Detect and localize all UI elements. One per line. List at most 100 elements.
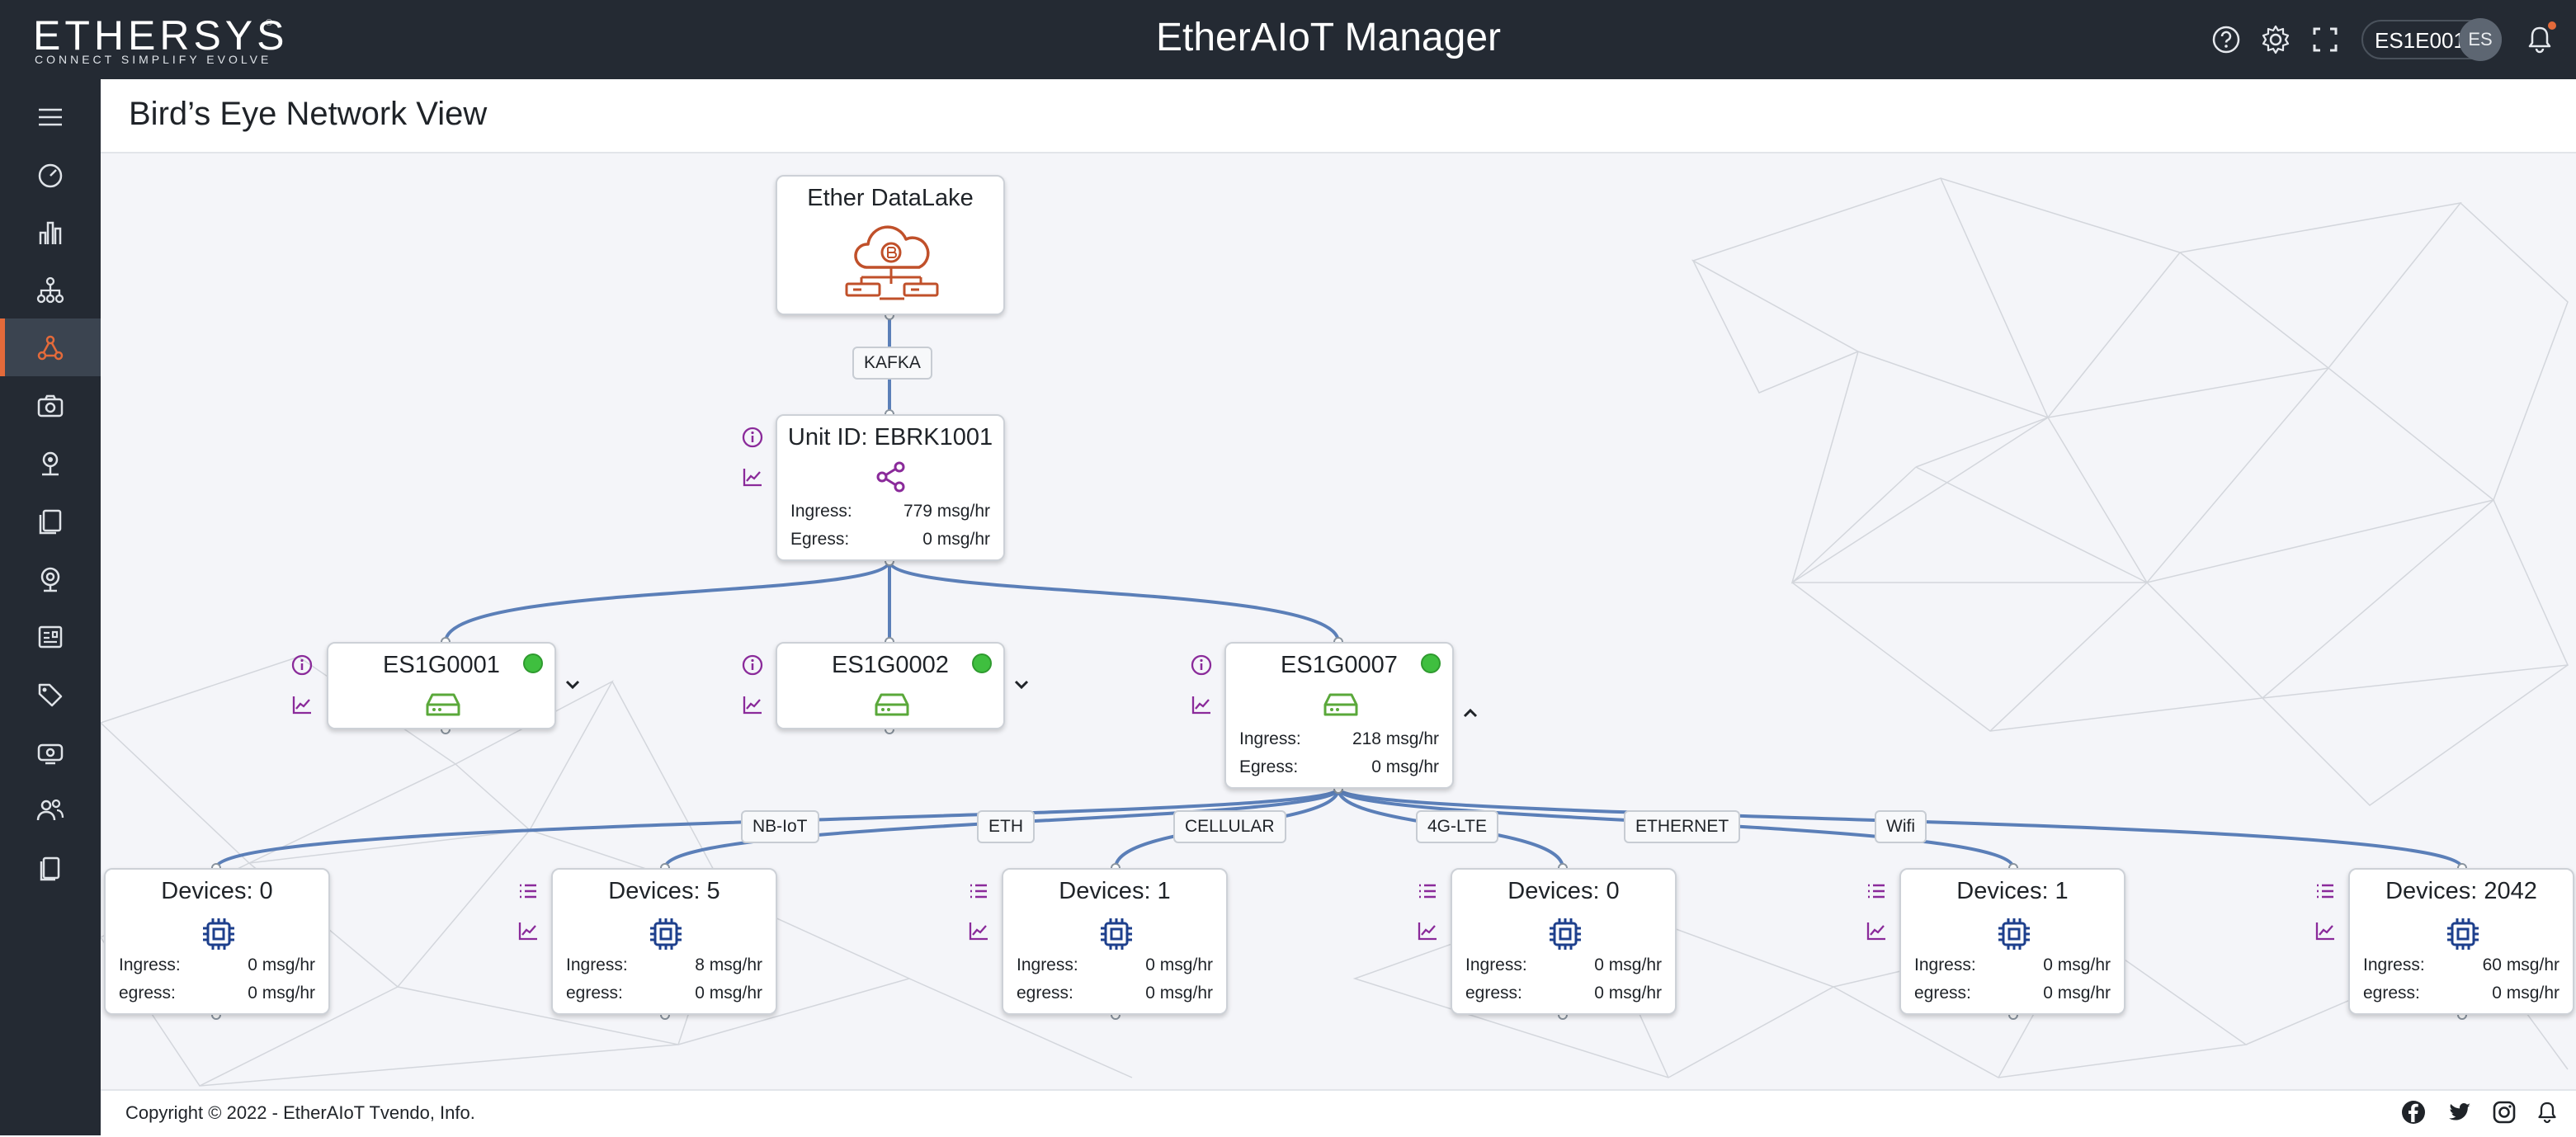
network-link [888, 560, 1340, 643]
notifications-icon[interactable] [2535, 1100, 2559, 1125]
list-icon[interactable] [517, 880, 540, 903]
ingress-label: Ingress: [790, 502, 852, 521]
sidebar-item-tags[interactable] [0, 665, 101, 723]
egress-label: egress: [1465, 984, 1522, 1003]
gateway-title: ES1G0007 [1281, 652, 1398, 678]
sidebar-item-pages[interactable] [0, 838, 101, 896]
status-online-dot [523, 653, 543, 673]
trend-chart-icon[interactable] [1190, 693, 1213, 716]
trend-chart-icon[interactable] [290, 693, 314, 716]
sidebar-item-documents[interactable] [0, 492, 101, 550]
datalake-node[interactable]: Ether DataLake [776, 175, 1005, 315]
datalake-title: Ether DataLake [807, 185, 974, 211]
chevron-up-icon[interactable] [1459, 701, 1482, 724]
info-icon[interactable] [741, 426, 764, 449]
brand-name: ETHERSYS [33, 12, 289, 59]
sidebar-item-analytics[interactable] [0, 203, 101, 261]
sidebar-item-router[interactable] [0, 723, 101, 781]
chevron-down-icon[interactable] [1010, 673, 1033, 696]
trend-chart-icon[interactable] [1865, 919, 1888, 942]
device-group-title: Devices: 5 [608, 878, 720, 904]
info-icon[interactable] [741, 653, 764, 677]
trend-chart-icon[interactable] [517, 919, 540, 942]
list-icon[interactable] [967, 880, 990, 903]
copyright-text: Copyright © 2022 - EtherAIoT Tvendo, Inf… [125, 1102, 475, 1123]
avatar[interactable]: ES [2459, 18, 2502, 61]
list-icon[interactable] [2314, 880, 2337, 903]
ingress-value: 779 msg/hr [903, 502, 990, 521]
egress-value: 0 msg/hr [2043, 984, 2111, 1003]
gateway-title: ES1G0002 [832, 652, 949, 678]
user-id[interactable]: ES1E001 [2375, 28, 2465, 53]
device-group-node[interactable]: Devices: 0 Ingress: 0 msg/hr egress: 0 m… [104, 868, 330, 1015]
device-group-title: Devices: 1 [1059, 878, 1171, 904]
network-canvas[interactable]: Ether DataLake KAFKA Unit ID: EBRK1001 I… [101, 153, 2576, 1089]
device-group-node[interactable]: Devices: 2042 Ingress: 60 msg/hr egress:… [2348, 868, 2574, 1015]
device-group-title: Devices: 1 [1956, 878, 2069, 904]
trend-chart-icon[interactable] [2314, 919, 2337, 942]
list-icon[interactable] [1865, 880, 1888, 903]
device-group-title: Devices: 2042 [2385, 878, 2537, 904]
reports-icon [38, 625, 63, 649]
help-icon[interactable] [2208, 21, 2244, 58]
sidebar-item-users[interactable] [0, 781, 101, 838]
fullscreen-icon[interactable] [2307, 21, 2343, 58]
brand-registered: ® [266, 18, 273, 28]
page-header [101, 79, 2576, 153]
link-label-cellular: CELLULAR [1173, 810, 1286, 843]
egress-value: 0 msg/hr [2492, 984, 2559, 1003]
chip-icon [650, 918, 682, 950]
device-group-node[interactable]: Devices: 1 Ingress: 0 msg/hr egress: 0 m… [1899, 868, 2125, 1015]
gateway-node[interactable]: ES1G0002 [776, 642, 1005, 729]
info-icon[interactable] [290, 653, 314, 677]
sidebar-item-dashboard[interactable] [0, 145, 101, 203]
egress-value: 0 msg/hr [1145, 984, 1213, 1003]
egress-label: Egress: [790, 530, 850, 549]
device-group-node[interactable]: Devices: 1 Ingress: 0 msg/hr egress: 0 m… [1002, 868, 1228, 1015]
ingress-label: Ingress: [1239, 729, 1301, 748]
sidebar-item-webcam[interactable] [0, 550, 101, 607]
sidebar-item-location[interactable] [0, 434, 101, 492]
chevron-down-icon[interactable] [561, 673, 584, 696]
tag-icon [38, 683, 63, 707]
ingress-label: Ingress: [119, 955, 181, 974]
instagram-icon[interactable] [2492, 1100, 2517, 1125]
list-icon[interactable] [1416, 880, 1439, 903]
cloud-database-icon [845, 225, 939, 300]
sidebar-item-camera[interactable] [0, 376, 101, 434]
egress-value: 0 msg/hr [922, 530, 990, 549]
link-label-wifi: Wifi [1875, 810, 1927, 843]
gateway-icon [426, 693, 460, 716]
settings-icon[interactable] [2258, 21, 2294, 58]
gateway-node[interactable]: ES1G0007 Ingress: 218 msg/hr Egress: 0 m… [1224, 642, 1454, 789]
sidebar-item-reports[interactable] [0, 607, 101, 665]
egress-label: egress: [119, 984, 176, 1003]
notifications-icon[interactable] [2522, 21, 2558, 58]
router-icon [37, 743, 64, 765]
trend-chart-icon[interactable] [1416, 919, 1439, 942]
egress-label: egress: [1017, 984, 1073, 1003]
link-label-kafka: KAFKA [852, 347, 932, 380]
sidebar-item-network-view[interactable] [0, 318, 101, 376]
facebook-icon[interactable] [2401, 1100, 2426, 1125]
egress-value: 0 msg/hr [695, 984, 762, 1003]
ingress-value: 0 msg/hr [1145, 955, 1213, 974]
trend-chart-icon[interactable] [741, 693, 764, 716]
network-links [101, 177, 2569, 1087]
brand-logo[interactable]: ETHERSYS ® CONNECT SIMPLIFY EVOLVE [33, 12, 285, 66]
device-group-title: Devices: 0 [1507, 878, 1620, 904]
device-group-node[interactable]: Devices: 5 Ingress: 8 msg/hr egress: 0 m… [551, 868, 777, 1015]
gateway-node[interactable]: ES1G0001 [327, 642, 556, 729]
info-icon[interactable] [1190, 653, 1213, 677]
sidebar-menu-toggle[interactable] [0, 87, 101, 145]
egress-value: 0 msg/hr [1594, 984, 1662, 1003]
trend-chart-icon[interactable] [967, 919, 990, 942]
unit-node[interactable]: Unit ID: EBRK1001 Ingress: 779 msg/hr Eg… [776, 414, 1005, 561]
chip-icon [1101, 918, 1132, 950]
network-view-icon [37, 335, 64, 361]
device-group-node[interactable]: Devices: 0 Ingress: 0 msg/hr egress: 0 m… [1451, 868, 1677, 1015]
twitter-icon[interactable] [2447, 1100, 2472, 1125]
egress-label: Egress: [1239, 757, 1299, 776]
sidebar-item-hierarchy[interactable] [0, 261, 101, 318]
trend-chart-icon[interactable] [741, 465, 764, 488]
